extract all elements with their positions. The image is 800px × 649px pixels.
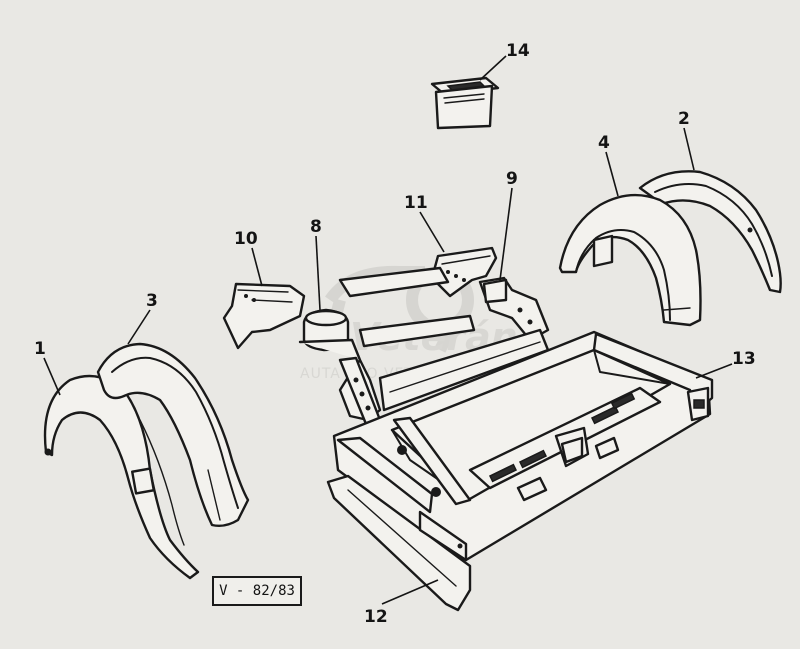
callout-1: 1 (34, 339, 46, 359)
callout-3: 3 (146, 291, 158, 311)
leader-14 (479, 55, 507, 81)
callout-8: 8 (310, 217, 322, 237)
leader-12 (381, 579, 439, 605)
leader-13 (695, 363, 733, 379)
part-10-bracket (222, 282, 306, 350)
callout-13: 13 (732, 349, 756, 369)
part-12-13-rear-frame (326, 330, 714, 612)
part-3-left-inner-wheelhouse (96, 342, 250, 546)
leader-3 (127, 309, 151, 345)
callout-labels: 1 2 3 4 8 9 10 11 12 13 14 (34, 41, 756, 627)
part-9-spring-support (478, 276, 550, 342)
reference-code: V - 82/83 (219, 583, 295, 599)
callout-12: 12 (364, 607, 388, 627)
reference-code-box: V - 82/83 (212, 576, 302, 606)
part-2-right-inner-wheelhouse (638, 170, 782, 294)
callout-leaders (43, 55, 733, 605)
leader-10 (251, 247, 263, 287)
callout-11: 11 (404, 193, 428, 213)
leader-11 (419, 211, 445, 253)
leader-1 (43, 357, 61, 396)
callout-14: 14 (506, 41, 530, 61)
leader-9 (499, 187, 513, 281)
leader-8 (315, 235, 321, 311)
part-4-right-outer-fender (558, 193, 702, 327)
callout-10: 10 (234, 229, 258, 249)
leader-2 (683, 127, 695, 171)
callout-9: 9 (506, 169, 518, 189)
callout-4: 4 (598, 133, 610, 153)
callout-2: 2 (678, 109, 690, 129)
frame-rails (338, 266, 550, 412)
leader-4 (605, 151, 619, 197)
part-14-box (430, 76, 500, 130)
